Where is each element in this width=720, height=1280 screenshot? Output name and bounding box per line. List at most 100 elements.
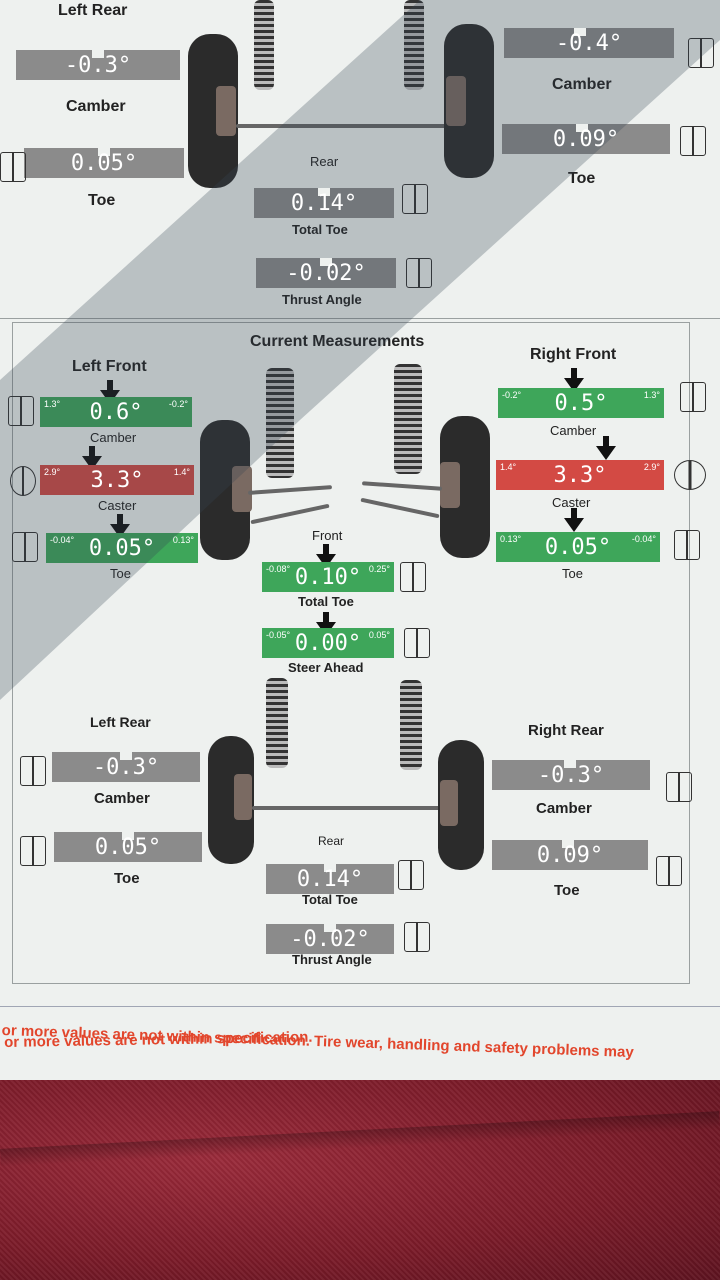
left-rear-toe-gauge: 0.05° xyxy=(54,832,202,862)
rear-thrust-label: Thrust Angle xyxy=(292,952,372,967)
toe-icon xyxy=(674,530,700,560)
right-front-toe-value: 0.05° xyxy=(544,535,612,560)
section-divider xyxy=(0,318,720,319)
toe-icon xyxy=(680,126,706,156)
top-left-toe-value: 0.05° xyxy=(70,151,138,176)
top-left-camber-label: Camber xyxy=(66,98,126,115)
camber-icon xyxy=(8,396,34,426)
top-thrust-value: -0.02° xyxy=(286,261,366,286)
left-rear-title: Left Rear xyxy=(90,714,151,730)
right-front-caster-label: Caster xyxy=(552,495,591,510)
toe-icon xyxy=(0,152,26,182)
right-front-toe-gauge: 0.13° -0.04° 0.05° xyxy=(496,532,660,562)
steer-ahead-label: Steer Ahead xyxy=(288,660,364,675)
right-front-title: Right Front xyxy=(530,346,617,363)
top-rear-label: Rear xyxy=(310,154,339,169)
thrust-icon xyxy=(404,922,430,952)
left-front-camber-gauge: 1.3° -0.2° 0.6° xyxy=(40,397,192,427)
right-rear-camber-value: -0.3° xyxy=(537,763,605,788)
left-front-caster-label: Caster xyxy=(98,498,137,513)
current-measurements-title: Current Measurements xyxy=(250,333,425,350)
right-front-toe-arrow xyxy=(564,508,584,532)
camber-icon xyxy=(666,772,692,802)
left-front-caster-gauge: 2.9° 1.4° 3.3° xyxy=(40,465,194,495)
steer-ahead-gauge: -0.05° 0.05° 0.00° xyxy=(262,628,394,658)
left-front-caster-value: 3.3° xyxy=(90,468,144,493)
toe-icon xyxy=(20,836,46,866)
front-label: Front xyxy=(312,528,343,543)
right-front-camber-value: 0.5° xyxy=(554,391,608,416)
right-front-caster-value: 3.3° xyxy=(553,463,607,488)
top-thrust-label: Thrust Angle xyxy=(282,292,362,307)
caster-icon xyxy=(10,466,36,496)
top-right-camber-label: Camber xyxy=(552,76,612,93)
top-right-toe-gauge: 0.09° xyxy=(502,124,670,154)
current-measurements-frame xyxy=(12,322,690,984)
left-front-camber-label: Camber xyxy=(90,430,137,445)
steer-ahead-icon xyxy=(404,628,430,658)
front-total-toe-label: Total Toe xyxy=(298,594,354,609)
top-left-camber-gauge: -0.3° xyxy=(16,50,180,80)
top-total-toe-label: Total Toe xyxy=(292,222,348,237)
rear-thrust-value: -0.02° xyxy=(290,927,370,952)
right-rear-camber-gauge: -0.3° xyxy=(492,760,650,790)
front-total-toe-value: 0.10° xyxy=(294,565,362,590)
right-rear-title: Right Rear xyxy=(528,722,604,739)
camber-icon xyxy=(688,38,714,68)
right-rear-toe-value: 0.09° xyxy=(536,843,604,868)
rear-thrust-gauge: -0.02° xyxy=(266,924,394,954)
strut-illustration xyxy=(400,680,422,770)
steer-ahead-value: 0.00° xyxy=(294,631,362,656)
top-thrust-gauge: -0.02° xyxy=(256,258,396,288)
thrust-icon xyxy=(406,258,432,288)
right-front-caster-arrow xyxy=(596,436,616,460)
left-front-toe-gauge: -0.04° 0.13° 0.05° xyxy=(46,533,198,563)
right-rear-toe-gauge: 0.09° xyxy=(492,840,648,870)
strut-illustration xyxy=(266,678,288,768)
top-right-toe-label: Toe xyxy=(568,170,596,187)
left-rear-camber-value: -0.3° xyxy=(92,755,160,780)
top-left-camber-value: -0.3° xyxy=(64,53,132,78)
total-toe-icon xyxy=(402,184,428,214)
left-rear-camber-gauge: -0.3° xyxy=(52,752,200,782)
left-front-camber-value: 0.6° xyxy=(89,400,143,425)
right-rear-toe-label: Toe xyxy=(554,882,580,899)
top-total-toe-value: 0.14° xyxy=(290,191,358,216)
camber-icon xyxy=(20,756,46,786)
left-front-toe-label: Toe xyxy=(110,566,131,581)
left-front-title: Left Front xyxy=(72,358,147,375)
top-left-toe-gauge: 0.05° xyxy=(24,148,184,178)
rear-total-toe-value: 0.14° xyxy=(296,867,364,892)
alignment-report-paper: Left Rear -0.3° Camber 0.05° Toe -0.4° C… xyxy=(0,0,720,1120)
right-front-caster-gauge: 1.4° 2.9° 3.3° xyxy=(496,460,664,490)
total-toe-icon xyxy=(400,562,426,592)
right-front-camber-gauge: -0.2° 1.3° 0.5° xyxy=(498,388,664,418)
top-total-toe-gauge: 0.14° xyxy=(254,188,394,218)
right-rear-camber-label: Camber xyxy=(536,800,592,817)
top-left-rear-title: Left Rear xyxy=(58,2,128,19)
rear-total-toe-label: Total Toe xyxy=(302,892,358,907)
rear-label: Rear xyxy=(318,834,345,848)
toe-icon xyxy=(12,532,38,562)
left-rear-toe-label: Toe xyxy=(114,870,140,887)
left-rear-toe-value: 0.05° xyxy=(94,835,162,860)
toe-icon xyxy=(656,856,682,886)
strut-illustration xyxy=(404,0,424,90)
top-left-toe-label: Toe xyxy=(88,192,116,209)
front-total-toe-gauge: -0.08° 0.25° 0.10° xyxy=(262,562,394,592)
rear-total-toe-gauge: 0.14° xyxy=(266,864,394,894)
top-right-toe-value: 0.09° xyxy=(552,127,620,152)
top-right-camber-value: -0.4° xyxy=(555,31,623,56)
footer-divider xyxy=(0,1006,720,1007)
strut-illustration xyxy=(254,0,274,90)
right-front-toe-label: Toe xyxy=(562,566,583,581)
caster-icon xyxy=(674,460,706,490)
strut-illustration xyxy=(394,364,422,474)
strut-illustration xyxy=(266,368,294,478)
camber-icon xyxy=(680,382,706,412)
red-fabric-background xyxy=(0,1080,720,1280)
total-toe-icon xyxy=(398,860,424,890)
left-rear-camber-label: Camber xyxy=(94,790,150,807)
right-front-camber-label: Camber xyxy=(550,423,597,438)
left-front-toe-value: 0.05° xyxy=(88,536,156,561)
